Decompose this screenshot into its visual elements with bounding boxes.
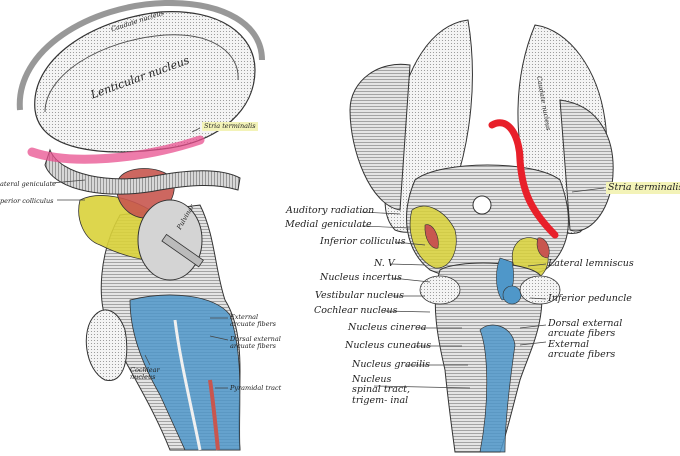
right-pineal [472, 195, 492, 215]
label-left-cochlear-nucleus: Cochlear nucleus [130, 366, 160, 381]
label-right-nucleus-cinerea: Nucleus cinerea [348, 322, 427, 333]
label-right-inferior-colliculus: Inferior colliculus [320, 236, 406, 247]
label-right-dorsal-external-arcuate-fibers: Dorsal external arcuate fibers [548, 318, 623, 340]
label-left-superior-colliculus: perior colliculus [0, 197, 54, 205]
label-right-nucleus-gracilis: Nucleus gracilis [352, 359, 431, 370]
right-red-right [536, 237, 550, 259]
label-right-nucleus-spinal-tract: Nucleus spinal tract, trigem- inal [352, 374, 411, 406]
right-stria-highlight [488, 119, 559, 239]
label-left-dorsal-external-arcuate-fibers: Dorsal external arcuate fibers [230, 335, 281, 350]
label-right-nucleus-incertus: Nucleus incertus [320, 272, 402, 283]
label-left-pyramidal-tract: Pyramidal tract [230, 384, 282, 392]
label-right-cochlear-nucleus: Cochlear nucleus [314, 305, 398, 316]
left-band [44, 148, 241, 195]
label-right-stria-terminalis: Stria terminalis [606, 182, 680, 194]
label-right-inferior-peduncle: Inferior peduncle [548, 293, 632, 304]
left-stria-highlight [27, 135, 205, 164]
label-right-n-v: N. V [374, 258, 395, 269]
right-left-lobe [419, 275, 461, 305]
label-right-external-arcuate-fibers: External arcuate fibers [548, 339, 616, 361]
label-left-stria-terminalis: Stria terminalis [202, 122, 258, 131]
label-right-vestibular-nucleus: Vestibular nucleus [315, 290, 405, 301]
label-right-auditory-radiation: Auditory radiation [286, 205, 375, 216]
label-right-lateral-lemniscus: Lateral lemniscus [548, 258, 634, 269]
label-left-external-arcuate-fibers: External arcuate fibers [230, 313, 276, 328]
right-blue-region [479, 324, 516, 453]
left-lower-lobe [85, 309, 128, 381]
right-figure [349, 19, 614, 453]
label-right-medial-geniculate: Medial geniculate [285, 219, 372, 230]
right-right-lobe [519, 275, 561, 305]
label-right-nucleus-cuneatus: Nucleus cuneatus [345, 340, 432, 351]
label-left-lateral-geniculate: ateral geniculate [0, 180, 56, 188]
left-figure [16, 0, 265, 451]
left-caudate-rim [16, 0, 265, 111]
left-lenticular-nucleus [34, 11, 256, 153]
right-red-left [424, 224, 439, 249]
